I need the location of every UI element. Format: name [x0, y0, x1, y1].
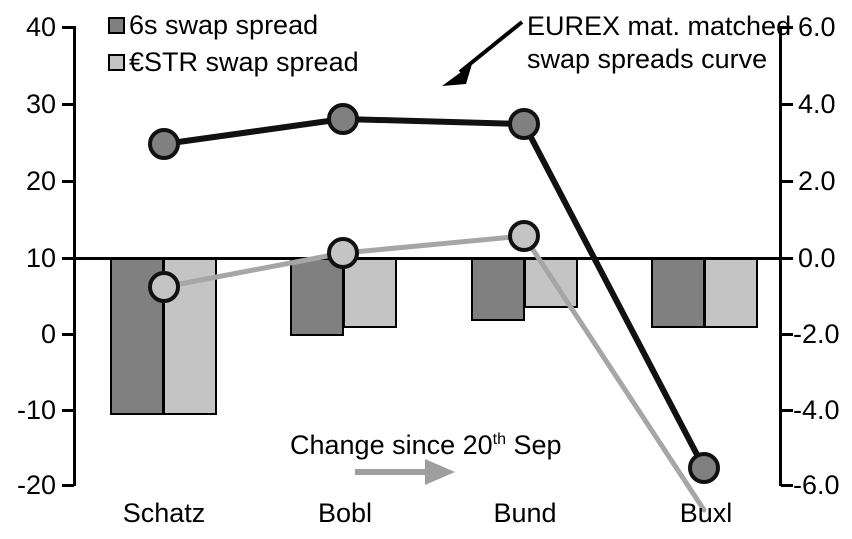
right-tick-6 [781, 26, 793, 29]
left-axis-label-neg20: -20 [16, 470, 56, 500]
cat-tick-bund [523, 260, 526, 272]
right-axis-label-neg2: -2.0 [793, 319, 840, 349]
left-tick-neg10 [62, 409, 74, 412]
legend-label-estr: €STR swap spread [129, 47, 359, 77]
zero-reference-line [73, 257, 782, 260]
right-tick-neg6 [781, 484, 793, 487]
left-tick-10 [62, 257, 74, 260]
change-note-text-before: Change since 20 [290, 430, 493, 460]
left-axis-label-10: 10 [25, 243, 56, 273]
left-axis-label-20: 20 [25, 166, 56, 196]
curve-callout-line1: EUREX mat. matched [527, 11, 792, 41]
category-label-bobl: Bobl [317, 498, 373, 528]
left-tick-30 [62, 103, 74, 106]
right-axis-spine [779, 26, 782, 486]
left-axis-label-0: 0 [40, 319, 56, 349]
bar-bund-6s [471, 258, 525, 321]
bar-buxl-estr [704, 258, 758, 328]
category-label-bund: Bund [493, 498, 557, 528]
right-axis-label-2: 2.0 [798, 166, 836, 196]
marker-estr-bund [508, 220, 540, 252]
marker-eurex-schatz [148, 128, 180, 160]
right-axis-label-0: 0.0 [798, 243, 836, 273]
legend-swatch-6s [108, 17, 125, 34]
bar-schatz-estr [163, 258, 217, 415]
left-axis-label-30: 30 [25, 89, 56, 119]
line-estr-curve [161, 233, 707, 513]
change-note-superscript: th [492, 431, 506, 448]
right-axis-label-neg6: -6.0 [793, 470, 840, 500]
cat-tick-bobl [342, 260, 345, 272]
right-axis-label-4: 4.0 [798, 89, 836, 119]
right-axis-label-neg4: -4.0 [793, 395, 840, 425]
right-tick-2 [781, 180, 793, 183]
bar-buxl-6s [651, 258, 705, 328]
marker-eurex-bobl [327, 103, 359, 135]
right-tick-0 [781, 257, 793, 260]
bar-bobl-estr [343, 258, 397, 328]
right-tick-4 [781, 103, 793, 106]
left-tick-neg20 [62, 484, 74, 487]
marker-eurex-buxl [688, 452, 720, 484]
category-label-schatz: Schatz [122, 498, 206, 528]
left-tick-20 [62, 180, 74, 183]
right-axis-label-6: 6.0 [798, 12, 836, 42]
bar-bobl-6s [290, 258, 344, 336]
right-tick-neg4 [781, 409, 793, 412]
left-axis-label-40: 40 [25, 12, 56, 42]
left-tick-40 [62, 26, 74, 29]
line-eurex-curve [161, 116, 707, 471]
change-note: Change since 20th Sep [290, 430, 562, 462]
left-axis-spine [73, 26, 76, 486]
legend-swatch-estr [108, 54, 125, 71]
legend-entry-6s[interactable]: 6s swap spread [108, 12, 318, 39]
right-arrow-icon [355, 459, 455, 485]
cat-tick-schatz [162, 260, 165, 272]
left-axis-label-neg10: -10 [16, 395, 56, 425]
left-tick-0 [62, 333, 74, 336]
legend-entry-estr[interactable]: €STR swap spread [108, 49, 359, 76]
cat-tick-buxl [703, 260, 706, 272]
bar-bund-estr [524, 258, 578, 308]
down-left-arrow-icon [442, 20, 524, 86]
legend-label-6s: 6s swap spread [129, 10, 319, 40]
bar-schatz-6s [110, 258, 164, 415]
category-label-buxl: Buxl [679, 498, 733, 528]
marker-eurex-bund [508, 108, 540, 140]
curve-callout-line2: swap spreads curve [527, 44, 768, 74]
right-tick-neg2 [781, 333, 793, 336]
change-note-text-after: Sep [506, 430, 562, 460]
